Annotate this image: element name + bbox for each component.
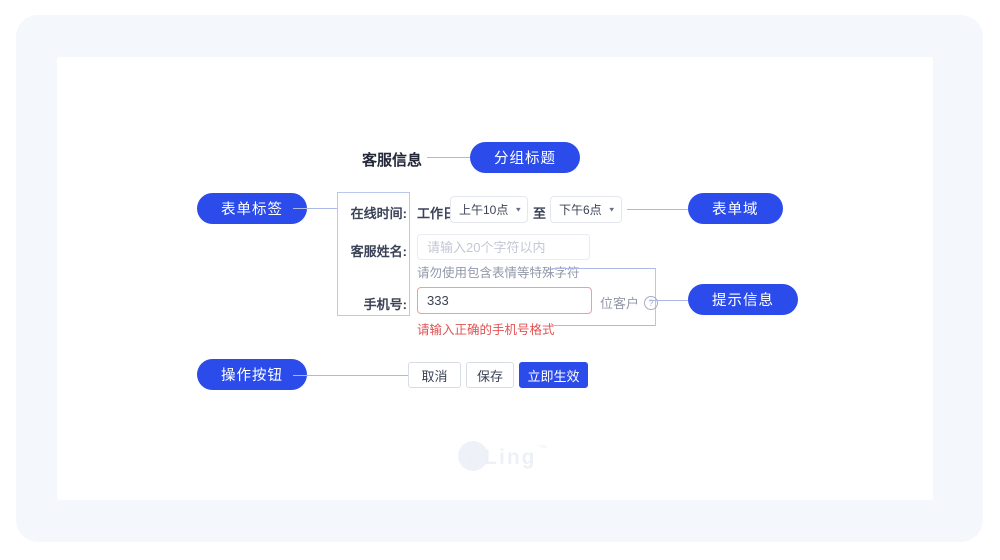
save-button[interactable]: 保存 xyxy=(466,362,514,388)
watermark-logo-text: ALing xyxy=(467,446,537,469)
form-labels-bracket xyxy=(337,192,410,316)
connector-line xyxy=(427,157,470,158)
online-time-label: 在线时间: xyxy=(350,206,407,221)
section-title: 客服信息 xyxy=(362,152,423,169)
callout-actions: 操作按钮 xyxy=(197,359,307,390)
phone-error-text: 请输入正确的手机号格式 xyxy=(417,323,555,337)
callout-hint: 提示信息 xyxy=(688,284,798,315)
start-time-select[interactable]: 上午10点 ▼ xyxy=(450,196,528,223)
chevron-down-icon: ▼ xyxy=(607,205,616,214)
callout-form-field: 表单域 xyxy=(688,193,783,224)
connector-line xyxy=(649,300,688,301)
connector-line xyxy=(552,268,655,269)
watermark: ALing ™ xyxy=(458,441,568,477)
cancel-button[interactable]: 取消 xyxy=(408,362,461,388)
content-card xyxy=(57,57,933,500)
phone-label: 手机号: xyxy=(363,297,407,312)
callout-form-label: 表单标签 xyxy=(197,193,307,224)
start-time-value: 上午10点 xyxy=(459,203,509,217)
connector-line xyxy=(552,325,655,326)
connector-line xyxy=(627,209,688,210)
watermark-circle xyxy=(458,441,488,471)
apply-button[interactable]: 立即生效 xyxy=(519,362,588,388)
agent-name-helper-text: 请勿使用包含表情等特殊字符 xyxy=(417,266,580,280)
chevron-down-icon: ▼ xyxy=(514,205,523,214)
connector-line xyxy=(293,375,408,376)
callout-group-title: 分组标题 xyxy=(470,142,580,173)
end-time-value: 下午6点 xyxy=(559,203,602,217)
time-range-separator: 至 xyxy=(533,206,547,221)
agent-name-label: 客服姓名: xyxy=(350,244,407,259)
trademark-icon: ™ xyxy=(538,443,547,453)
question-circle-icon[interactable]: ? xyxy=(644,295,659,310)
agent-name-input[interactable] xyxy=(417,234,590,260)
end-time-select[interactable]: 下午6点 ▼ xyxy=(550,196,622,223)
phone-suffix: 位客户 ? xyxy=(600,293,659,312)
connector-line xyxy=(293,208,337,209)
phone-suffix-text: 位客户 xyxy=(600,296,640,311)
online-time-prefix: 工作日 xyxy=(417,206,457,221)
phone-input[interactable] xyxy=(417,287,592,314)
